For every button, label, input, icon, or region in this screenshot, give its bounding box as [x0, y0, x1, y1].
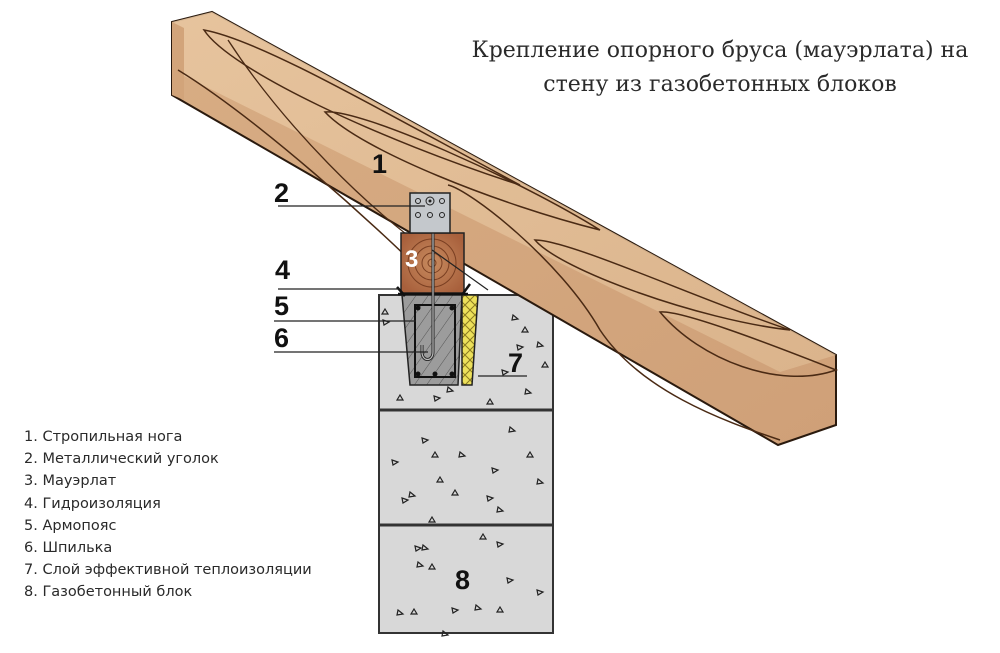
- metal-angle: [409, 192, 451, 234]
- title-line-1: Крепление опорного бруса (мауэрлата) на: [471, 38, 969, 63]
- aggregate-mark: [395, 393, 405, 401]
- aggregate-mark: [409, 607, 419, 615]
- aggregate-mark: [446, 385, 455, 393]
- wall-block-middle: [378, 409, 554, 526]
- aggregate-mark: [491, 467, 500, 474]
- legend: 1. Стропильная нога 2. Металлический уго…: [24, 426, 312, 604]
- rafter: [171, 10, 839, 447]
- diagram-title: Крепление опорного бруса (мауэрлата) на …: [440, 34, 1000, 102]
- legend-item-1: 1. Стропильная нога: [24, 429, 183, 445]
- aggregate-mark: [427, 562, 437, 570]
- aggregate-mark: [524, 387, 533, 395]
- aggregate-mark: [540, 360, 550, 368]
- aggregate-mark: [421, 543, 430, 551]
- aggregate-mark: [441, 629, 450, 637]
- aggregate-mark: [485, 397, 495, 405]
- legend-item-2: 2. Металлический уголок: [24, 451, 219, 468]
- aggregate-mark: [433, 395, 442, 402]
- aggregate-mark: [414, 545, 423, 552]
- leader-lines: [274, 205, 527, 377]
- aggregate-mark: [508, 425, 517, 433]
- aggregate-mark: [496, 541, 505, 548]
- aggregate-mark: [396, 608, 405, 616]
- aggregate-mark: [486, 495, 495, 502]
- aggregate-mark: [506, 577, 515, 584]
- callout-4: 4: [275, 255, 291, 285]
- aggregate-mark: [380, 307, 390, 315]
- aggregate-mark: [458, 450, 467, 458]
- aggregate-mark: [511, 313, 520, 321]
- aggregate-mark: [478, 532, 488, 540]
- aggregate-mark: [421, 437, 430, 444]
- legend-item-6: 6. Шпилька: [24, 540, 113, 557]
- callout-3: 3: [405, 246, 419, 273]
- insulation-layer: [461, 294, 479, 386]
- aggregate-mark: [495, 605, 505, 613]
- aggregate-mark: [416, 560, 425, 568]
- aggregate-mark: [435, 475, 445, 483]
- aggregate-mark: [501, 369, 510, 376]
- title-line-2: стену из газобетонных блоков: [543, 72, 897, 97]
- legend-item-4: 4. Гидроизоляция: [24, 495, 161, 512]
- aggregate-mark: [520, 325, 530, 333]
- legend-item-3: 3. Мауэрлат: [24, 473, 117, 490]
- aggregate-mark: [391, 459, 400, 466]
- callout-6: 6: [274, 323, 290, 353]
- callout-2: 2: [274, 178, 290, 208]
- aggregate-mark: [536, 340, 545, 348]
- callout-5: 5: [274, 291, 290, 321]
- aggregate-mark: [451, 607, 460, 614]
- legend-item-5: 5. Армопояс: [24, 517, 117, 534]
- aggregate-mark: [525, 450, 535, 458]
- gas-concrete-wall: [378, 294, 554, 637]
- aggregate-mark: [496, 505, 505, 513]
- aggregate-mark: [408, 490, 417, 498]
- aggregate-mark: [430, 450, 440, 458]
- callout-1: 1: [372, 149, 388, 179]
- aggregate-mark: [536, 589, 545, 596]
- aggregate-mark: [536, 477, 545, 485]
- aggregate-mark: [450, 488, 460, 496]
- aggregate-mark: [516, 344, 525, 351]
- legend-item-7: 7. Слой эффективной теплоизоляции: [24, 562, 312, 579]
- aggregate-mark: [401, 497, 410, 504]
- callout-7: 7: [508, 348, 524, 378]
- callout-8: 8: [455, 565, 471, 595]
- concrete-aggregate-marks: [380, 307, 550, 637]
- legend-item-8: 8. Газобетонный блок: [24, 584, 193, 601]
- aggregate-mark: [474, 603, 483, 611]
- aggregate-mark: [427, 515, 437, 523]
